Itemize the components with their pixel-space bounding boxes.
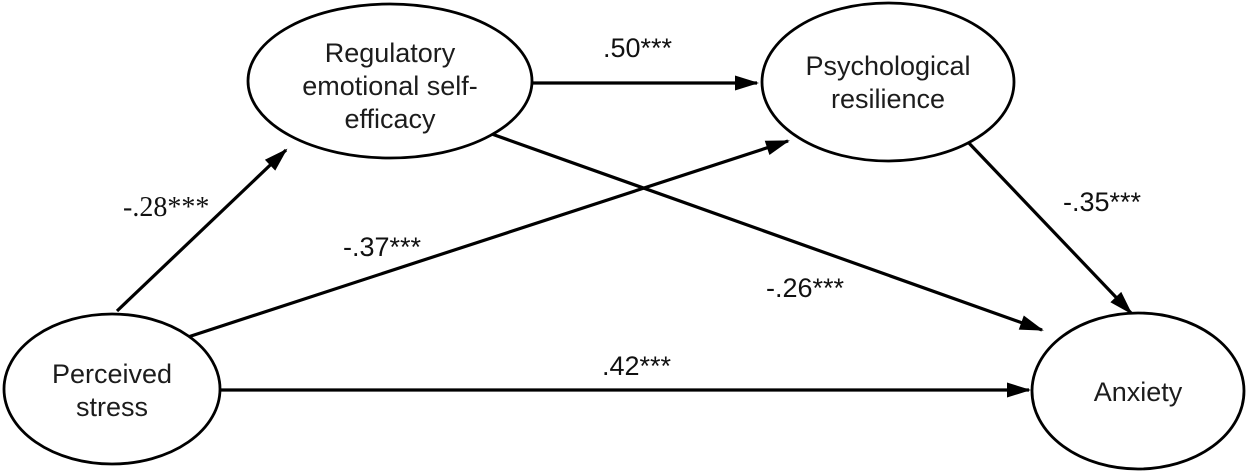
- edge-perceived-stress-to-self-efficacy: [115, 148, 288, 313]
- node-label-regulatory-line3: efficacy: [344, 104, 436, 134]
- edge-self-efficacy-to-anxiety: [488, 131, 1044, 332]
- node-label-resilience-line1: Psychological: [805, 51, 970, 81]
- node-psychological-resilience: [760, 1, 1016, 163]
- node-label-resilience-line2: resilience: [831, 84, 945, 114]
- edge-label-self-efficacy-to-resilience: .50***: [603, 33, 673, 63]
- edge-perceived-stress-to-resilience: [187, 139, 790, 339]
- node-label-regulatory-line2: emotional self-: [302, 71, 478, 101]
- node-label-anxiety: Anxiety: [1094, 377, 1183, 407]
- edge-label-perceived-stress-to-resilience: -.37***: [343, 232, 422, 262]
- edge-label-perceived-stress-to-self-efficacy: -.28***: [123, 192, 209, 223]
- node-label-perceived-stress-line2: stress: [76, 392, 148, 422]
- node-anxiety: [1030, 311, 1246, 471]
- node-regulatory-emotional-self-efficacy: [246, 2, 534, 160]
- edge-label-resilience-to-anxiety: -.35***: [1063, 187, 1142, 217]
- edge-label-perceived-stress-to-anxiety: .42***: [602, 351, 672, 381]
- node-label-regulatory-line1: Regulatory: [325, 38, 456, 68]
- node-label-perceived-stress-line1: Perceived: [52, 359, 172, 389]
- edge-label-self-efficacy-to-anxiety: -.26***: [766, 273, 845, 303]
- edge-resilience-to-anxiety: [964, 138, 1133, 315]
- node-perceived-stress: [2, 312, 222, 466]
